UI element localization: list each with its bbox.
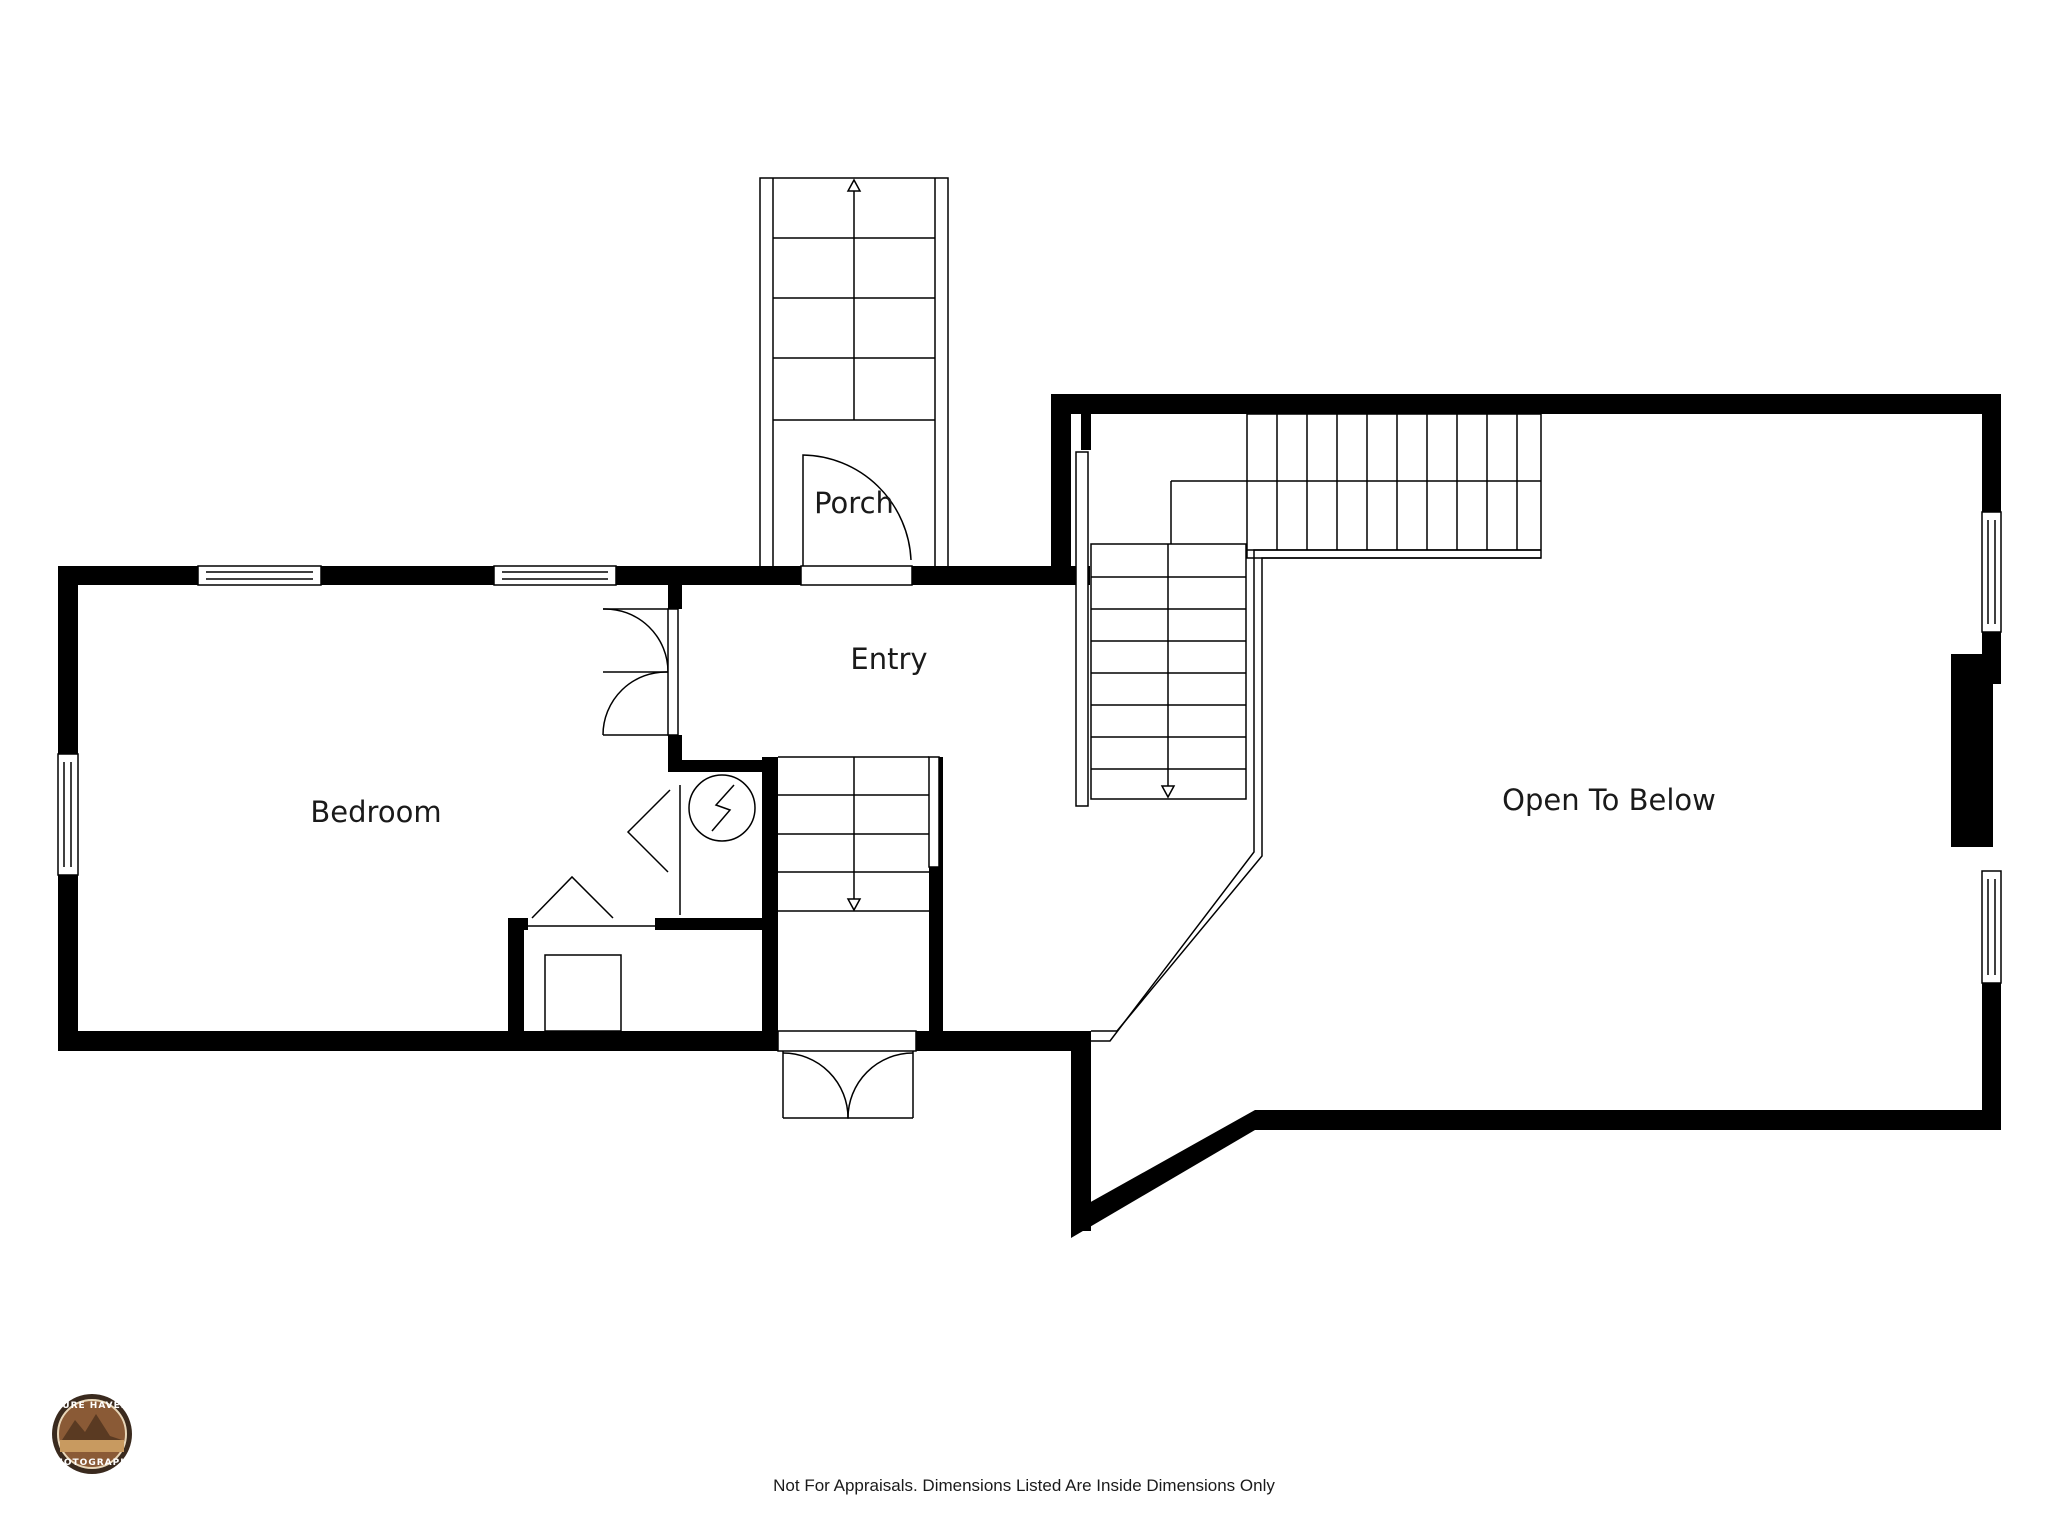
water-heater-icon bbox=[688, 774, 756, 842]
small-closet-doors bbox=[524, 785, 681, 927]
logo-bottom-text: PHOTOGRAPHY bbox=[48, 1458, 137, 1468]
exterior-walls bbox=[58, 394, 2001, 1238]
room-label-porch: Porch bbox=[814, 486, 894, 520]
company-logo: PURE HAVEN PHOTOGRAPHY bbox=[48, 1394, 137, 1474]
exterior-double-door bbox=[782, 1051, 914, 1119]
porch-door bbox=[802, 454, 912, 568]
disclaimer-text: Not For Appraisals. Dimensions Listed Ar… bbox=[773, 1476, 1275, 1495]
balustrade bbox=[1091, 549, 1541, 1042]
closet-doors bbox=[602, 608, 679, 736]
room-label-entry: Entry bbox=[850, 642, 927, 676]
closet-appliance bbox=[544, 954, 622, 1032]
room-label-bedroom: Bedroom bbox=[310, 795, 441, 829]
room-label-open-to-below: Open To Below bbox=[1502, 783, 1716, 817]
entry-stairs bbox=[778, 756, 929, 912]
logo-top-text: PURE HAVEN bbox=[55, 1401, 130, 1411]
windows bbox=[57, 451, 2002, 1052]
upper-staircase bbox=[1090, 413, 1542, 800]
